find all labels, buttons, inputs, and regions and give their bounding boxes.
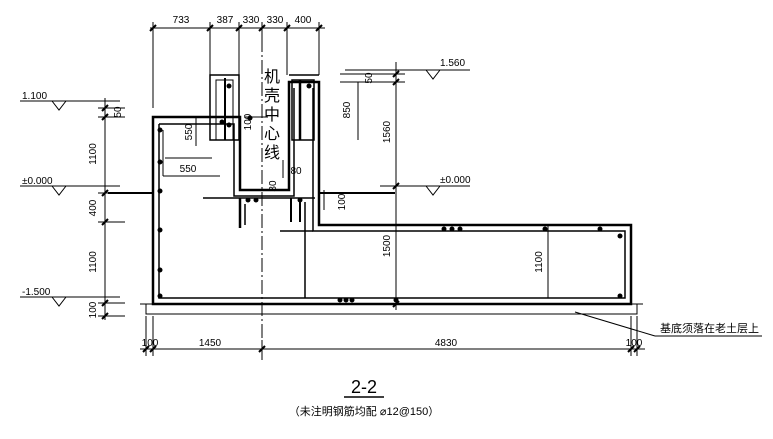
right-dimension-chain (340, 62, 405, 310)
level-left-minus1500: -1.500 (22, 287, 51, 298)
center-line-label: 机 壳 中 心 线 (264, 68, 280, 162)
inner-dim-100-step: 100 (337, 193, 348, 210)
rebar-dots (157, 83, 623, 303)
bottom-dim-4830: 4830 (435, 338, 458, 349)
soil-note-leader (574, 311, 762, 337)
center-label-char-3: 中 (264, 106, 280, 124)
inner-dim-80: 80 (290, 166, 302, 177)
bottom-dim-100-right: 100 (626, 338, 643, 349)
top-dim-330-right: 330 (267, 15, 284, 26)
concrete-outline (151, 80, 633, 306)
section-title: 2-2 (351, 377, 377, 397)
level-markers (20, 69, 470, 307)
bottom-dim-100-left: 100 (142, 338, 159, 349)
inner-dim-30: 30 (268, 180, 279, 192)
soil-note: 基底须落在老土层上 (660, 321, 759, 335)
inner-dim-850: 850 (342, 101, 353, 118)
left-dimension-chain (98, 98, 125, 320)
level-right-1560: 1.560 (440, 58, 465, 69)
pit-inserts (209, 74, 319, 141)
center-label-char-1: 机 (264, 68, 280, 86)
reinforcement-caption: （未注明钢筋均配 ⌀12@150） (289, 404, 439, 418)
left-dim-400: 400 (88, 199, 99, 216)
left-dim-1100-upper: 1100 (88, 143, 99, 165)
bottom-dim-1450: 1450 (199, 338, 222, 349)
inner-dim-550-vertical: 550 (184, 123, 195, 140)
top-dim-330-left: 330 (243, 15, 260, 26)
center-label-char-4: 心 (264, 125, 280, 143)
center-label-char-5: 线 (264, 144, 280, 162)
left-dim-50: 50 (113, 106, 124, 118)
level-left-zero: ±0.000 (22, 176, 53, 187)
rebar-lines (108, 88, 626, 299)
right-dim-1560: 1560 (382, 120, 393, 143)
level-right-zero: ±0.000 (440, 175, 471, 186)
inner-dimension-marks (165, 82, 549, 298)
inner-dim-100-wall: 100 (243, 113, 254, 130)
center-label-char-2: 壳 (264, 87, 280, 105)
inner-dim-1100-floor: 1100 (534, 251, 545, 273)
base-strip (140, 303, 643, 315)
level-left-1100: 1.100 (22, 91, 47, 102)
left-dim-100: 100 (88, 301, 99, 318)
right-dim-1500: 1500 (382, 234, 393, 257)
left-dim-1100-lower: 1100 (88, 251, 99, 273)
inner-dim-550-horizontal: 550 (180, 164, 197, 175)
top-dim-400: 400 (295, 15, 312, 26)
top-dimension-chain (149, 22, 325, 108)
top-dim-387: 387 (217, 15, 234, 26)
right-dim-50: 50 (364, 72, 375, 84)
top-dim-733: 733 (173, 15, 190, 26)
bottom-dimension-chain (140, 316, 645, 356)
